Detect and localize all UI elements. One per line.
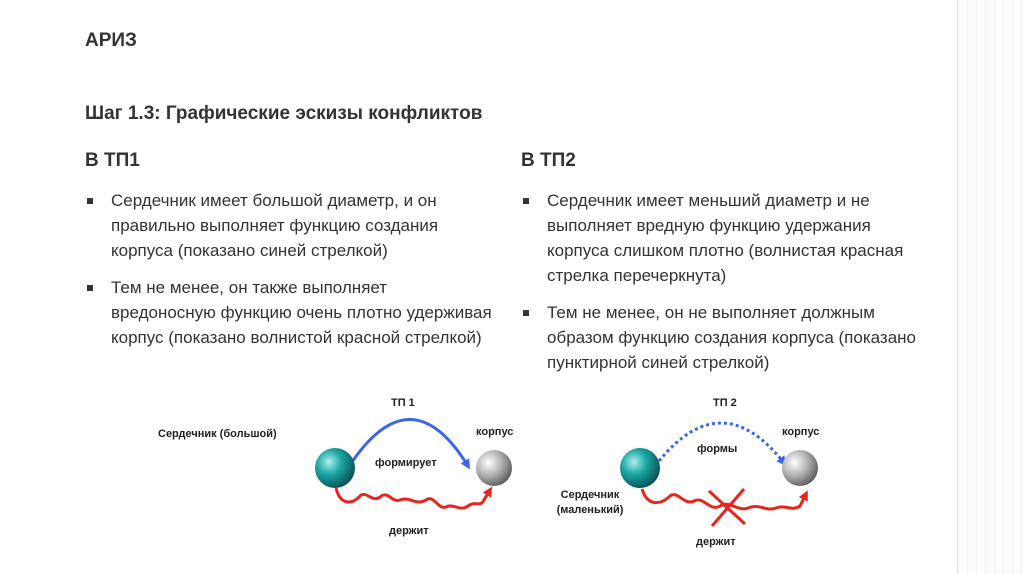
left-bullet-1: Сердечник имеет большой диаметр, и он пр… bbox=[85, 188, 495, 263]
right-bullet-1: Сердечник имеет меньший диаметр и не вып… bbox=[521, 188, 921, 288]
d2-core-label: Сердечник (маленький) bbox=[556, 489, 624, 516]
right-column-heading: В ТП2 bbox=[521, 150, 576, 171]
d2-title: ТП 2 bbox=[713, 397, 737, 409]
d1-forms-arrow bbox=[350, 418, 471, 470]
left-bullet-list: Сердечник имеет большой диаметр, и он пр… bbox=[85, 188, 495, 362]
d1-title: ТП 1 bbox=[391, 397, 415, 409]
d2-body-label: корпус bbox=[782, 426, 820, 438]
left-bullet-2: Тем не менее, он также выполняет вредоно… bbox=[85, 275, 495, 350]
d1-body-ball bbox=[476, 450, 512, 486]
right-bullet-2: Тем не менее, он не выполняет должным об… bbox=[521, 300, 921, 375]
slide-title: АРИЗ bbox=[85, 30, 137, 51]
d1-holds-wavy-arrow bbox=[334, 486, 493, 510]
d1-forms-label: формирует bbox=[375, 457, 437, 469]
d2-core-ball bbox=[620, 448, 660, 488]
right-bullet-list: Сердечник имеет меньший диаметр и не вып… bbox=[521, 188, 921, 387]
d1-core-label: Сердечник (большой) bbox=[158, 428, 277, 440]
d1-core-ball bbox=[315, 448, 355, 488]
d2-cross-line-2 bbox=[710, 488, 746, 527]
d1-holds-label: держит bbox=[389, 525, 429, 537]
left-column-heading: В ТП1 bbox=[85, 150, 140, 171]
d2-body-ball bbox=[782, 450, 818, 486]
d2-holds-wavy-arrow bbox=[640, 488, 808, 511]
slide-subtitle: Шаг 1.3: Графические эскизы конфликтов bbox=[85, 103, 483, 124]
slide-corner-decoration bbox=[957, 0, 1024, 574]
d2-forms-label: формы bbox=[697, 443, 738, 455]
d2-holds-label: держит bbox=[696, 536, 736, 548]
d1-body-label: корпус bbox=[476, 426, 514, 438]
